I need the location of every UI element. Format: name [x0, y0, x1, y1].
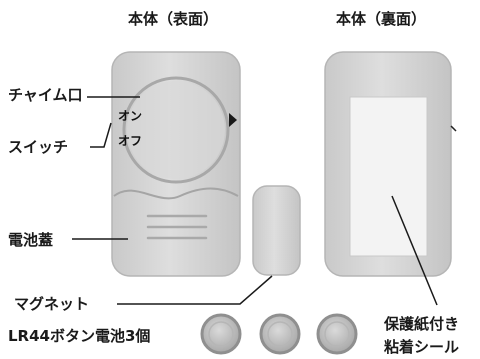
- front-view-heading: 本体（表面）: [128, 10, 219, 28]
- battery-cover-label: 電池蓋: [8, 231, 54, 249]
- switch-on-label: オン: [118, 109, 143, 123]
- chime-opening: [122, 76, 230, 184]
- cover-seam: [113, 187, 239, 200]
- back-view-heading: 本体（裏面）: [336, 10, 427, 28]
- batteries-label: LR44ボタン電池3個: [8, 327, 151, 345]
- switch-off-label: オフ: [118, 134, 143, 148]
- sticker-label-line2: 粘着シール: [384, 338, 460, 356]
- sticker-label-line1: 保護紙付き: [384, 315, 460, 333]
- adhesive-sticker: [349, 96, 428, 257]
- arrow-indicator: [229, 113, 237, 127]
- leader-lines: [72, 96, 438, 306]
- front-device: [111, 51, 241, 277]
- battery-cover-grooves: [146, 214, 208, 240]
- switch-label: スイッチ: [8, 138, 69, 156]
- button-batteries: [200, 313, 358, 355]
- chime-label: チャイム口: [8, 86, 83, 104]
- back-device: [324, 51, 457, 277]
- magnet-unit: [252, 185, 301, 276]
- magnet-label: マグネット: [14, 295, 90, 313]
